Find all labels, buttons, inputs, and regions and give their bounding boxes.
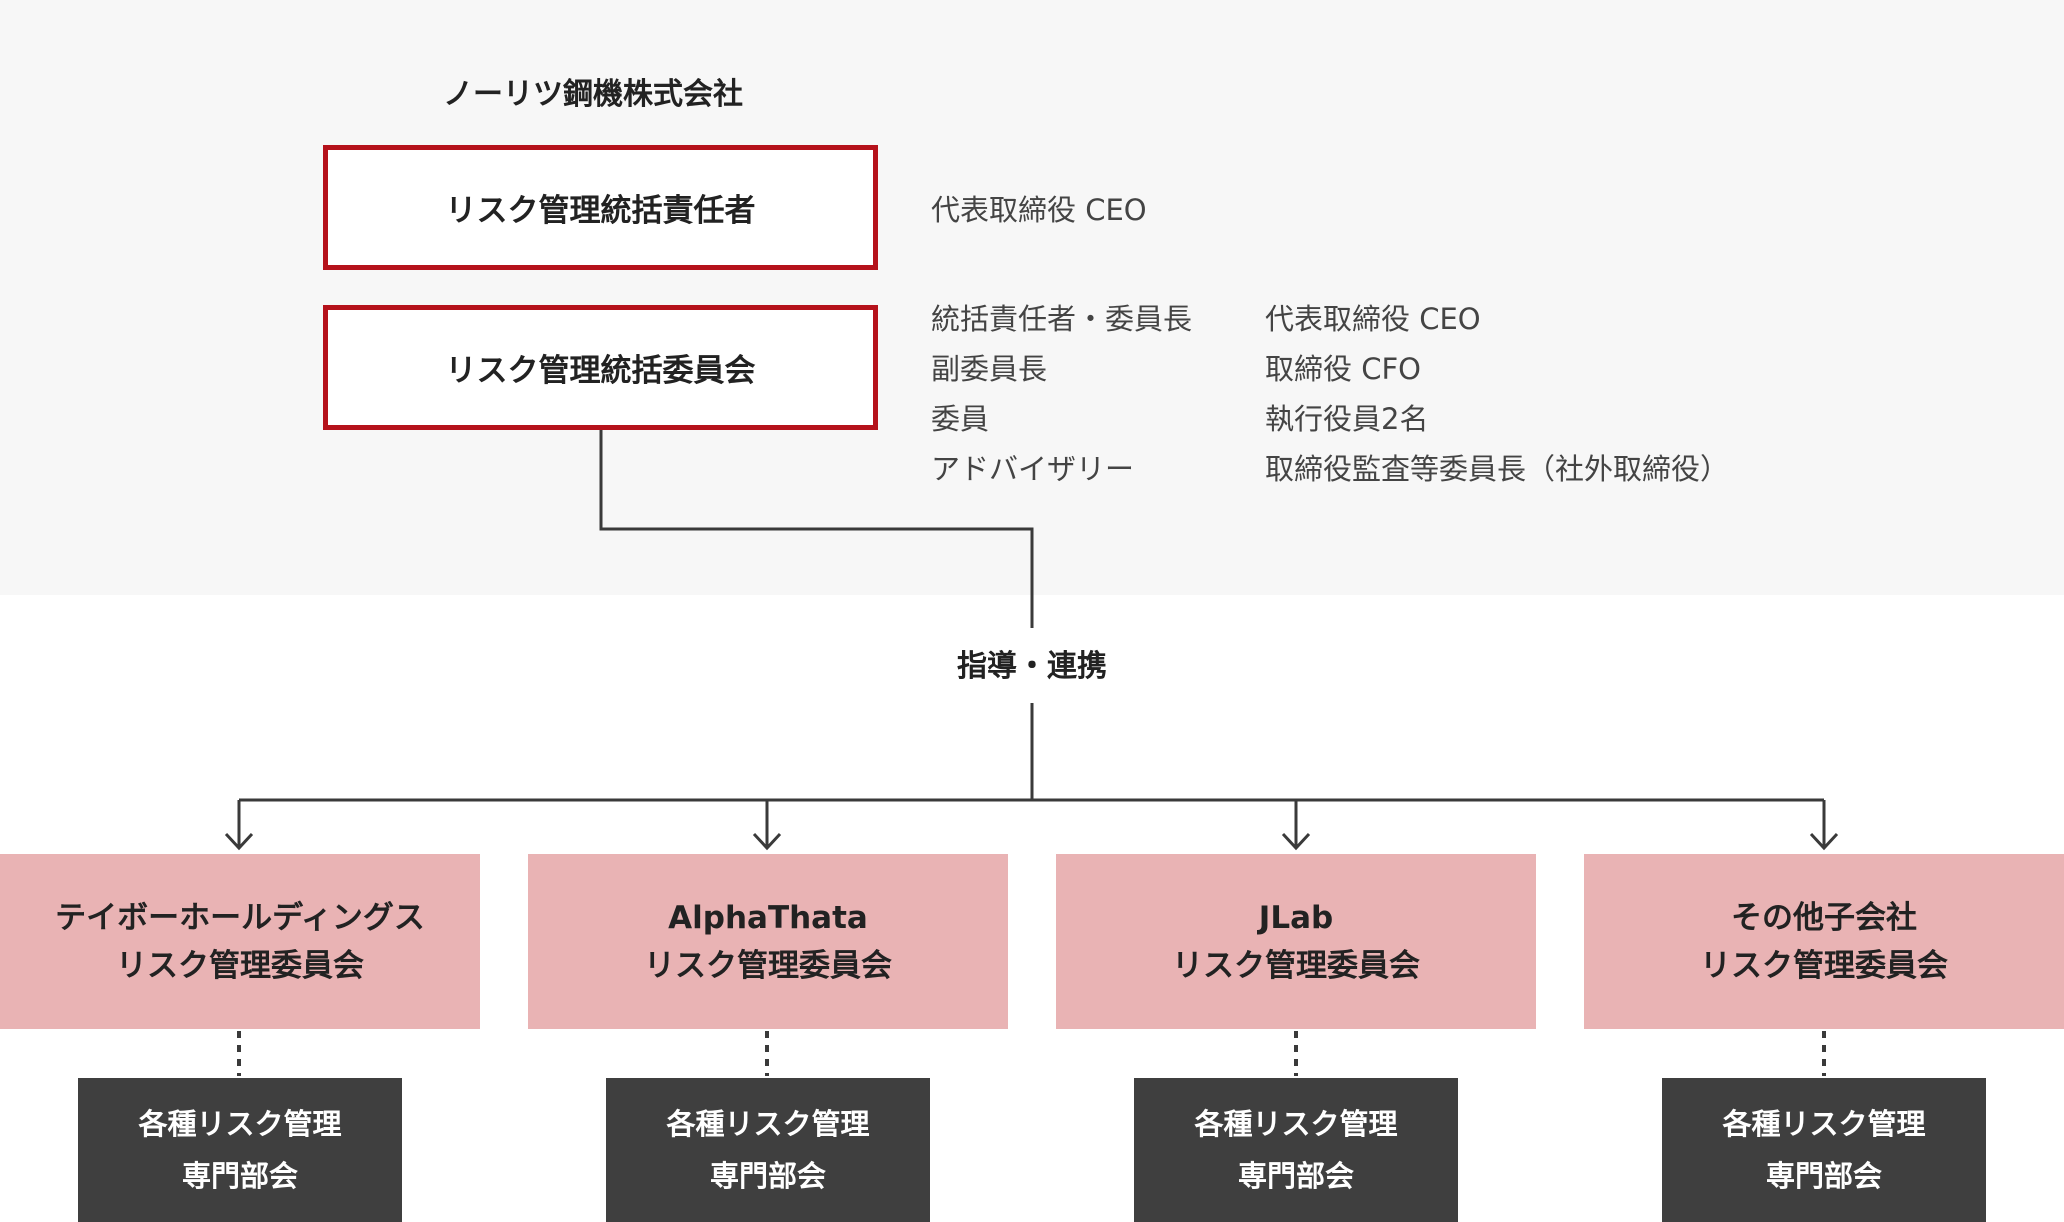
arrow-head-3 <box>1281 832 1311 851</box>
department-line2: 専門部会 <box>181 1159 298 1193</box>
department-line2: 専門部会 <box>1237 1159 1354 1193</box>
subsidiary-name: AlphaThata <box>668 899 868 936</box>
department-line1: 各種リスク管理 <box>1194 1107 1398 1141</box>
member-row: アドバイザリー 取締役監査等委員長（社外取締役） <box>931 444 2031 494</box>
subsidiary-box-jlab: JLab リスク管理委員会 <box>1056 854 1536 1029</box>
member-person: 代表取締役 CEO <box>1265 302 1481 336</box>
department-line1: 各種リスク管理 <box>138 1107 342 1141</box>
member-role: 委員 <box>931 402 990 436</box>
arrow-head-1 <box>224 832 254 851</box>
subsidiary-committee: リスク管理委員会 <box>1700 947 1948 984</box>
subsidiary-name: テイボーホールディングス <box>55 899 425 936</box>
member-role: 統括責任者・委員長 <box>931 302 1193 336</box>
member-person: 取締役 CFO <box>1265 352 1421 386</box>
subsidiary-committee: リスク管理委員会 <box>644 947 892 984</box>
member-row: 副委員長 取締役 CFO <box>931 344 2031 394</box>
subsidiary-box-alphathata: AlphaThata リスク管理委員会 <box>528 854 1008 1029</box>
chief-officer-box: リスク管理統括責任者 <box>323 145 878 270</box>
subsidiary-committee: リスク管理委員会 <box>1172 947 1420 984</box>
member-row: 統括責任者・委員長 代表取締役 CEO <box>931 294 2031 344</box>
chief-officer-holder: 代表取締役 CEO <box>931 193 1147 227</box>
subsidiary-name: JLab <box>1258 899 1334 936</box>
subsidiary-box-others: その他子会社 リスク管理委員会 <box>1584 854 2064 1029</box>
chief-officer-label: リスク管理統括責任者 <box>445 193 756 229</box>
department-box: 各種リスク管理 専門部会 <box>1662 1078 1986 1222</box>
member-role: 副委員長 <box>931 352 1048 386</box>
member-person: 取締役監査等委員長（社外取締役） <box>1265 452 1730 486</box>
committee-label: リスク管理統括委員会 <box>445 353 756 389</box>
committee-connector <box>599 430 1034 628</box>
subsidiary-committee: リスク管理委員会 <box>116 947 364 984</box>
company-name: ノーリツ鋼機株式会社 <box>443 77 743 112</box>
member-role: アドバイザリー <box>931 452 1135 486</box>
governance-background <box>0 0 2064 595</box>
subsidiary-name: その他子会社 <box>1731 899 1917 936</box>
department-box: 各種リスク管理 専門部会 <box>1134 1078 1458 1222</box>
department-box: 各種リスク管理 専門部会 <box>78 1078 402 1222</box>
arrow-head-2 <box>752 832 782 851</box>
department-line2: 専門部会 <box>709 1159 826 1193</box>
department-line1: 各種リスク管理 <box>1722 1107 1926 1141</box>
committee-box: リスク管理統括委員会 <box>323 305 878 430</box>
department-line2: 専門部会 <box>1765 1159 1882 1193</box>
member-person: 執行役員2名 <box>1265 402 1429 436</box>
member-row: 委員 執行役員2名 <box>931 394 2031 444</box>
arrow-head-4 <box>1809 832 1839 851</box>
guidance-label: 指導・連携 <box>957 649 1107 684</box>
department-box: 各種リスク管理 専門部会 <box>606 1078 930 1222</box>
subsidiary-box-teibo: テイボーホールディングス リスク管理委員会 <box>0 854 480 1029</box>
department-line1: 各種リスク管理 <box>666 1107 870 1141</box>
